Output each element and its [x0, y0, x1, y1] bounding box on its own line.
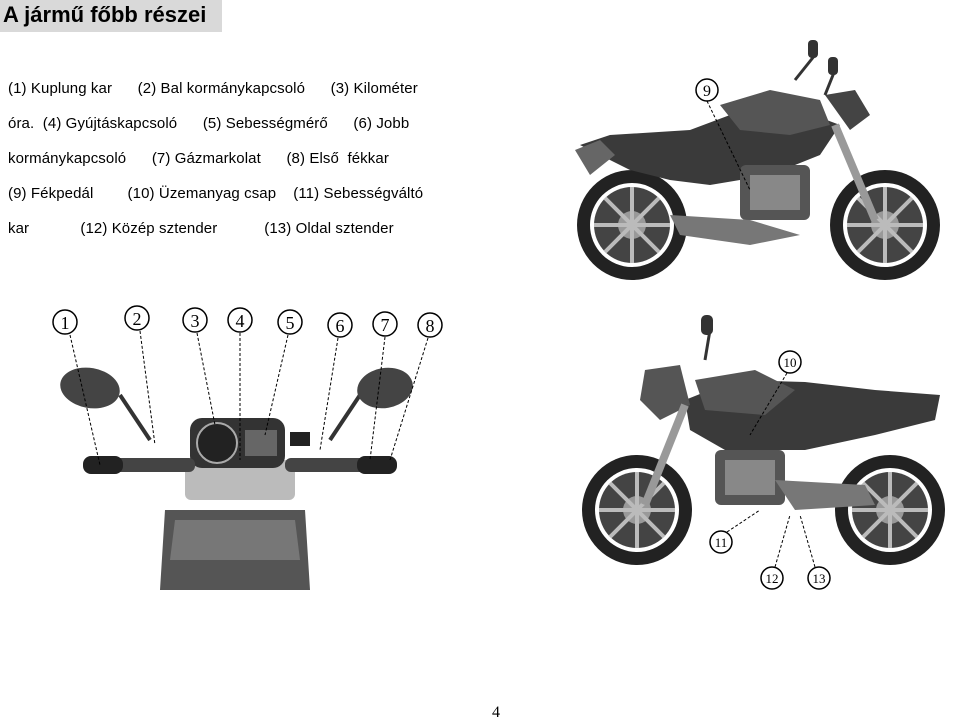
callout-11: 11: [709, 509, 761, 554]
front-wheel-image: [830, 170, 940, 280]
svg-text:6: 6: [336, 316, 345, 336]
motorcycle-left-side-figure: 10 11 12 13: [582, 315, 945, 590]
motorcycle-right-side-figure: 9: [575, 40, 940, 280]
svg-text:2: 2: [133, 309, 142, 329]
motorcycle-body-image: [575, 40, 879, 245]
callout-2: 2: [124, 305, 156, 446]
motorcycle-body-image: [640, 315, 940, 510]
svg-text:3: 3: [191, 311, 200, 331]
title-background: [0, 0, 222, 32]
svg-text:10: 10: [784, 355, 797, 370]
svg-text:4: 4: [236, 311, 245, 331]
page-number: 4: [492, 704, 500, 721]
svg-text:11: 11: [715, 535, 728, 550]
callout-10: 10: [749, 350, 802, 436]
description-line-5: kar (12) Közép sztender (13) Oldal szten…: [8, 220, 394, 237]
handlebar-figure: 1 2 3 4 5 6 7 8: [52, 305, 443, 590]
callout-5: 5: [264, 309, 303, 436]
rear-wheel-image: [835, 455, 945, 565]
rear-wheel-image: [577, 170, 687, 280]
callout-3: 3: [182, 307, 216, 426]
description-line-1: (1) Kuplung kar (2) Bal kormánykapcsoló …: [8, 80, 418, 97]
callout-1: 1: [52, 309, 101, 466]
callout-6: 6: [319, 312, 353, 451]
svg-text:5: 5: [286, 313, 295, 333]
callout-13: 13: [799, 514, 831, 590]
callout-7: 7: [369, 311, 398, 461]
callout-4: 4: [227, 307, 253, 460]
callout-12: 12: [760, 514, 791, 590]
svg-text:12: 12: [766, 571, 779, 586]
description-line-4: (9) Fékpedál (10) Üzemanyag csap (11) Se…: [8, 185, 424, 202]
callout-9: 9: [695, 78, 751, 191]
callout-9-label: 9: [703, 83, 711, 100]
front-wheel-image: [582, 455, 692, 565]
description-line-2: óra. (4) Gyújtáskapcsoló (5) Sebességmér…: [8, 115, 410, 132]
svg-text:7: 7: [381, 315, 390, 335]
svg-text:1: 1: [61, 313, 70, 333]
callout-8: 8: [389, 312, 443, 461]
svg-text:8: 8: [426, 316, 435, 336]
description-line-3: kormánykapcsoló (7) Gázmarkolat (8) Első…: [8, 150, 389, 167]
handlebar-image: [60, 367, 413, 590]
svg-text:13: 13: [813, 571, 826, 586]
section-title: A jármű főbb részei: [3, 2, 207, 27]
